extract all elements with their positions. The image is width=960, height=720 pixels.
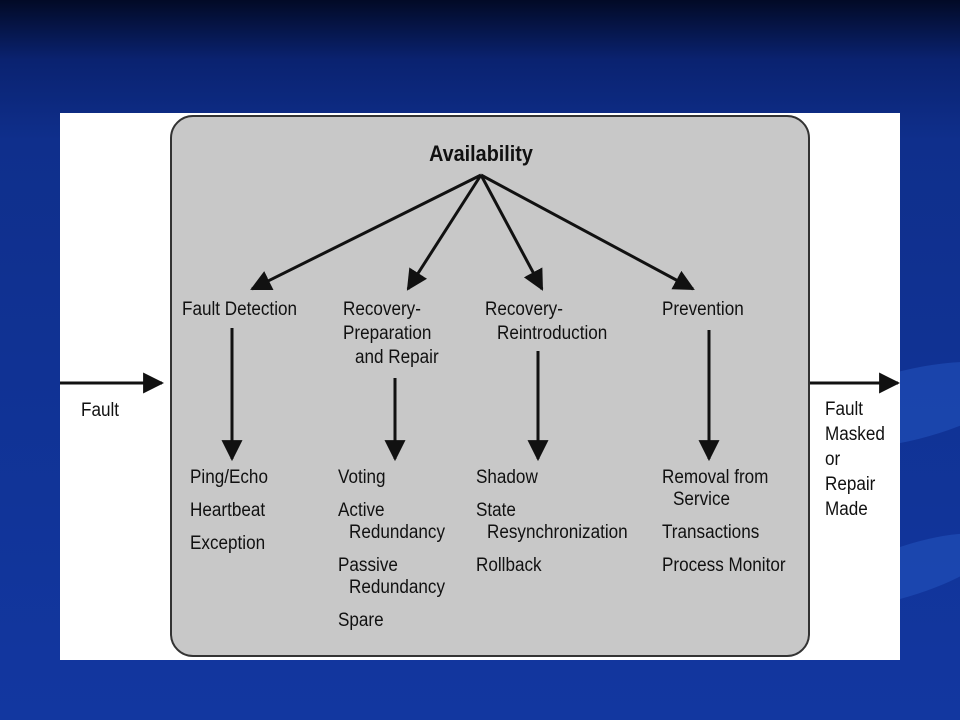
tactic-heartbeat: Heartbeat (190, 500, 266, 521)
category-title-prevention: Prevention (662, 299, 744, 320)
category-title-recovery-reintroduction-line-1: Recovery- (485, 299, 563, 320)
output-label-line-1: Fault (825, 399, 864, 420)
fault-input-label: Fault (81, 400, 120, 421)
tactic-rollback: Rollback (476, 555, 542, 576)
output-label-line-3: or (825, 449, 841, 470)
tactic-removal-from-service-line-1: Removal from (662, 467, 769, 488)
branch-arrow-recovery-preparation (406, 174, 483, 291)
diagram-canvas (60, 115, 900, 657)
tactic-exception: Exception (190, 533, 266, 554)
branch-arrow-fault-detection (250, 173, 482, 291)
tactic-state-resynchronization-line-1: State (476, 500, 516, 521)
tactic-passive-redundancy-line-1: Passive (338, 555, 398, 576)
tactic-active-redundancy-line-2: Redundancy (349, 522, 446, 543)
tactic-transactions: Transactions (662, 522, 760, 543)
category-title-recovery-preparation-line-3: and Repair (355, 347, 439, 368)
tactic-ping-echo: Ping/Echo (190, 467, 268, 488)
output-label-line-2: Masked (825, 424, 885, 445)
tactic-spare: Spare (338, 610, 384, 631)
tactic-voting: Voting (338, 467, 386, 488)
tactic-shadow: Shadow (476, 467, 538, 488)
tactic-passive-redundancy-line-2: Redundancy (349, 577, 446, 598)
availability-title: Availability (429, 141, 533, 166)
branch-arrow-prevention (480, 173, 695, 291)
availability-tactics-figure: Availability Fault Fault Masked or Repai… (60, 113, 900, 660)
category-title-recovery-reintroduction-line-2: Reintroduction (497, 323, 608, 344)
category-title-recovery-preparation-line-2: Preparation (343, 323, 432, 344)
tactic-process-monitor: Process Monitor (662, 555, 786, 576)
branch-arrow-recovery-reintroduction (479, 174, 544, 291)
tactic-removal-from-service-line-2: Service (673, 489, 731, 510)
category-title-fault-detection: Fault Detection (182, 299, 298, 320)
output-label-line-5: Made (825, 499, 868, 520)
tactic-state-resynchronization-line-2: Resynchronization (487, 522, 628, 543)
output-label-line-4: Repair (825, 474, 876, 495)
category-title-recovery-preparation-line-1: Recovery- (343, 299, 421, 320)
tactic-active-redundancy-line-1: Active (338, 500, 385, 521)
